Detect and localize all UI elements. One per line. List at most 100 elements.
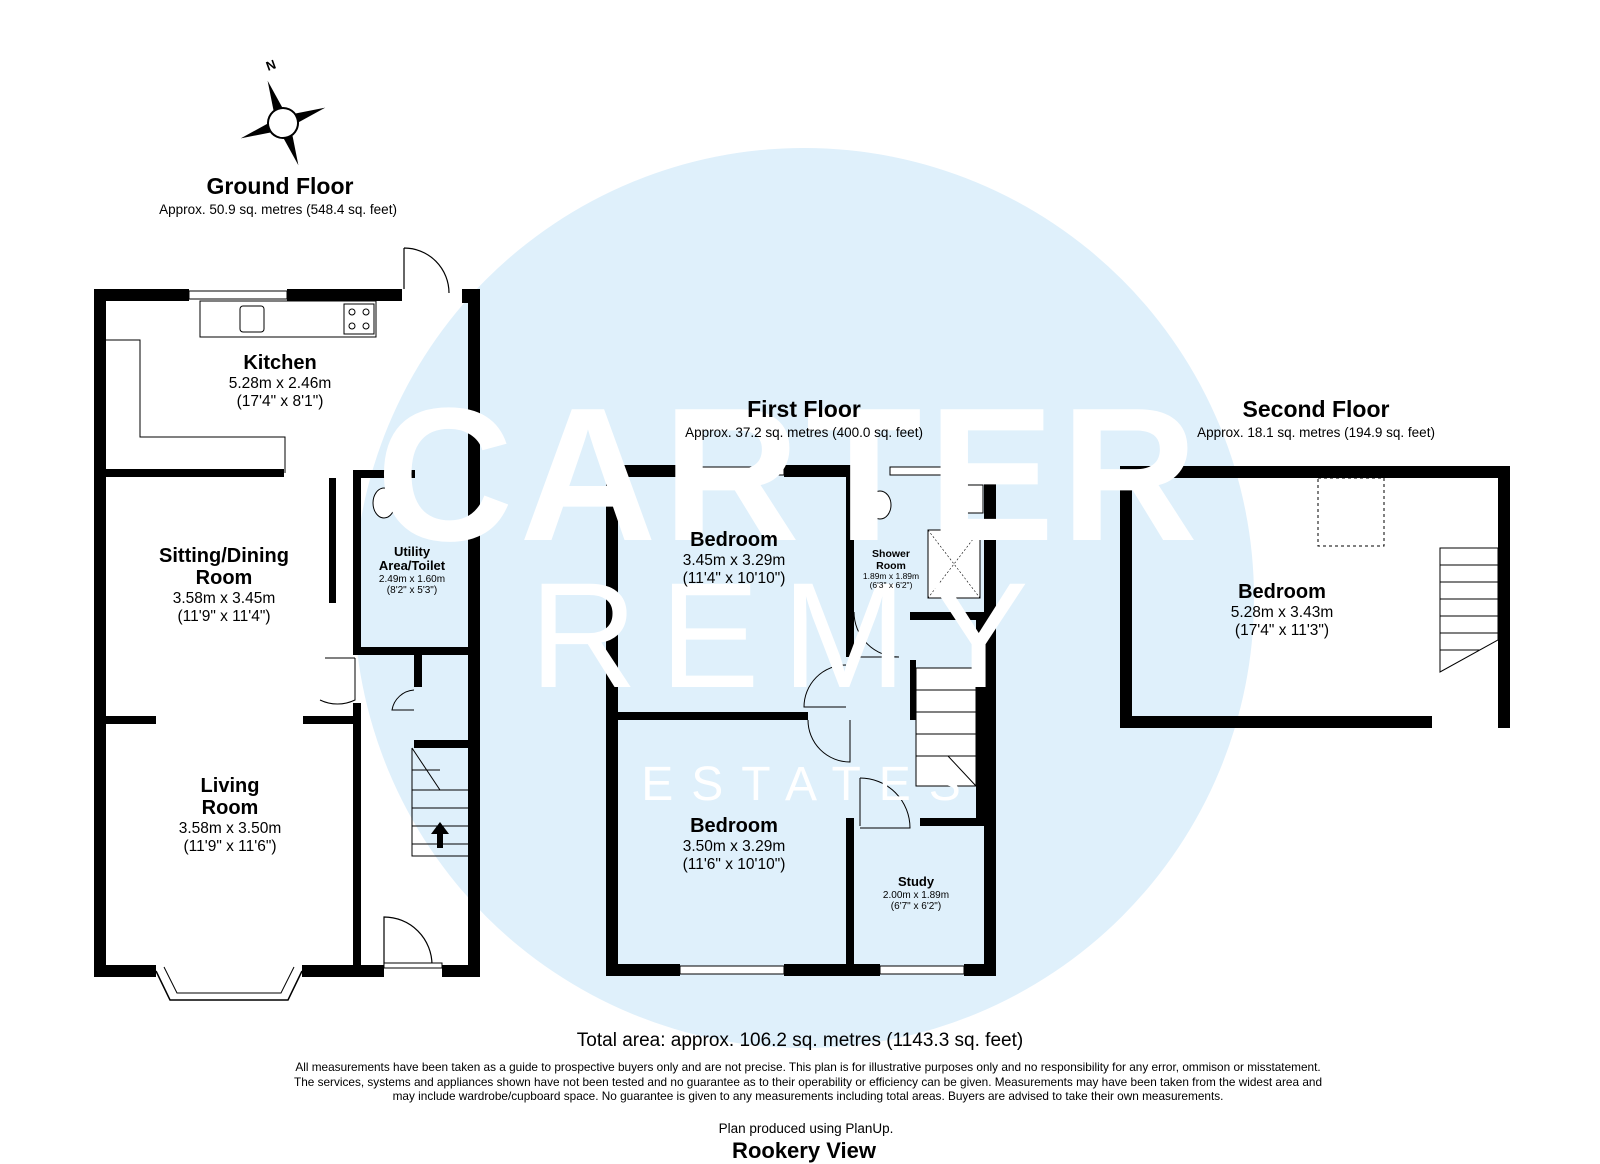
ground-wall-right [468,289,480,977]
back-door-swing [403,247,450,294]
utility-metric: 2.49m x 1.60m [378,574,446,585]
sitting-metric: 3.58m x 3.45m [172,590,276,607]
first-wall-right [984,465,996,976]
loft-bedroom-imperial: (17'4" x 11'3") [1234,622,1330,639]
stairs-up-arrow-icon [431,822,449,848]
cupboard-wall-2 [414,740,468,748]
kitchen-worktop [106,339,286,473]
sitting-living-left-wall [106,716,156,724]
watermark-circle [354,148,1254,1048]
cupboard-wall [414,655,422,687]
study-name: Study [897,874,935,889]
first-wall-bottom-left [606,964,680,976]
bedroom1-window [679,466,785,476]
watermark-estates: ESTATES [641,758,979,811]
study-imperial: (6'7" x 6'2") [890,901,942,912]
watermark-remy: REMY [529,551,1051,719]
shower-tray-icon [927,529,981,599]
hall-partition-upper [329,478,336,603]
utility-wall-top [353,470,415,478]
shower-name-2: Room [876,560,906,572]
total-area: Total area: approx. 106.2 sq. metres (11… [576,1030,1024,1051]
study-left-wall [846,818,854,966]
living-name-1: Living [200,775,260,797]
bedroom2-metric: 3.50m x 3.29m [682,838,786,855]
ground-floor-plan [94,247,480,1001]
bedroom2-window [679,965,785,975]
cupboard-door-swing [391,689,415,711]
hall-partition-wall [353,703,361,975]
first-stairs [915,667,977,787]
utility-name-1: Utility [393,544,431,559]
loft-bedroom-metric: 5.28m x 3.43m [1230,604,1334,621]
kitchen-imperial: (17'4" x 8'1") [236,393,324,410]
bay-window [155,970,303,1001]
ground-floor-title: Ground Floor [206,173,354,199]
front-door-swing [383,916,433,966]
bedroom1-imperial: (11'4" x 10'10") [682,570,786,587]
toilet-icon [868,490,892,520]
study-window [879,965,965,975]
ground-wall-top-right [287,289,402,301]
first-floor-plan [606,465,996,976]
bedroom1-door-swing [803,664,847,708]
utility-imperial: (8'2" x 5'3") [386,585,438,596]
second-wall-top [1120,466,1510,478]
study-metric: 2.00m x 1.89m [882,890,950,901]
living-metric: 3.58m x 3.50m [178,820,282,837]
second-floor-title: Second Floor [1242,396,1390,422]
ground-wall-left [94,289,106,977]
watermark-carter: CARTER [376,369,1204,581]
shower-metric: 1.89m x 1.89m [862,571,920,581]
living-imperial: (11'9" x 11'6") [183,838,277,855]
second-wall-right [1498,466,1510,728]
kitchen-metric: 5.28m x 2.46m [228,375,332,392]
first-wall-bottom-right [964,964,996,976]
bedroom1-name: Bedroom [690,529,778,551]
first-wall-top-left [606,465,680,477]
basin-icon [956,484,984,514]
disclaimer: All measurements have been taken as a gu… [293,1060,1323,1103]
second-floor-plan [1120,466,1510,728]
kitchen-window [188,290,288,300]
sitting-name-1: Sitting/Dining [159,545,289,567]
living-name-2: Room [201,797,259,819]
second-stairs [1439,547,1499,673]
shower-imperial: (6'3" x 6'2") [869,580,913,590]
ground-wall-bottom-left [94,965,156,977]
bedroom1-metric: 3.45m x 3.29m [682,552,786,569]
first-wall-bottom-mid [784,964,880,976]
plan-credit: Plan produced using PlanUp. [718,1121,894,1136]
bedroom1-right-wall [846,477,854,657]
sitting-door-swing [319,657,356,705]
bedroom2-name: Bedroom [690,815,778,837]
kitchen-name: Kitchen [243,352,317,374]
sink-icon [239,305,265,333]
shower-door-swing [853,611,900,658]
hob-icon [343,303,375,335]
skylight-icon [1317,477,1385,547]
utility-wall-bottom [353,647,468,655]
sitting-name-2: Room [195,567,253,589]
compass-rose-icon [240,80,326,166]
kitchen-divider-wall [106,469,284,477]
ground-wall-top-left [94,289,189,301]
second-wall-bottom [1120,716,1432,728]
landing-wall [976,612,984,822]
utility-wall-left [353,470,361,655]
shower-bottom-wall [910,612,984,620]
first-floor-area: Approx. 37.2 sq. metres (400.0 sq. feet) [685,425,923,440]
first-wall-left [606,465,618,976]
study-top-wall [920,818,984,826]
ground-wall-bottom-mid [302,965,384,977]
toilet-icon [372,487,396,519]
property-address: Rookery View [732,1138,876,1163]
shower-window [889,466,963,476]
bedroom2-imperial: (11'6" x 10'10") [682,856,786,873]
study-door-swing [859,777,911,829]
sitting-imperial: (11'9" x 11'4") [177,608,271,625]
compass-north-label: N [264,57,278,74]
bedroom-divider-wall [618,712,808,720]
first-floor-title: First Floor [747,396,861,422]
first-wall-top-mid [784,465,860,477]
